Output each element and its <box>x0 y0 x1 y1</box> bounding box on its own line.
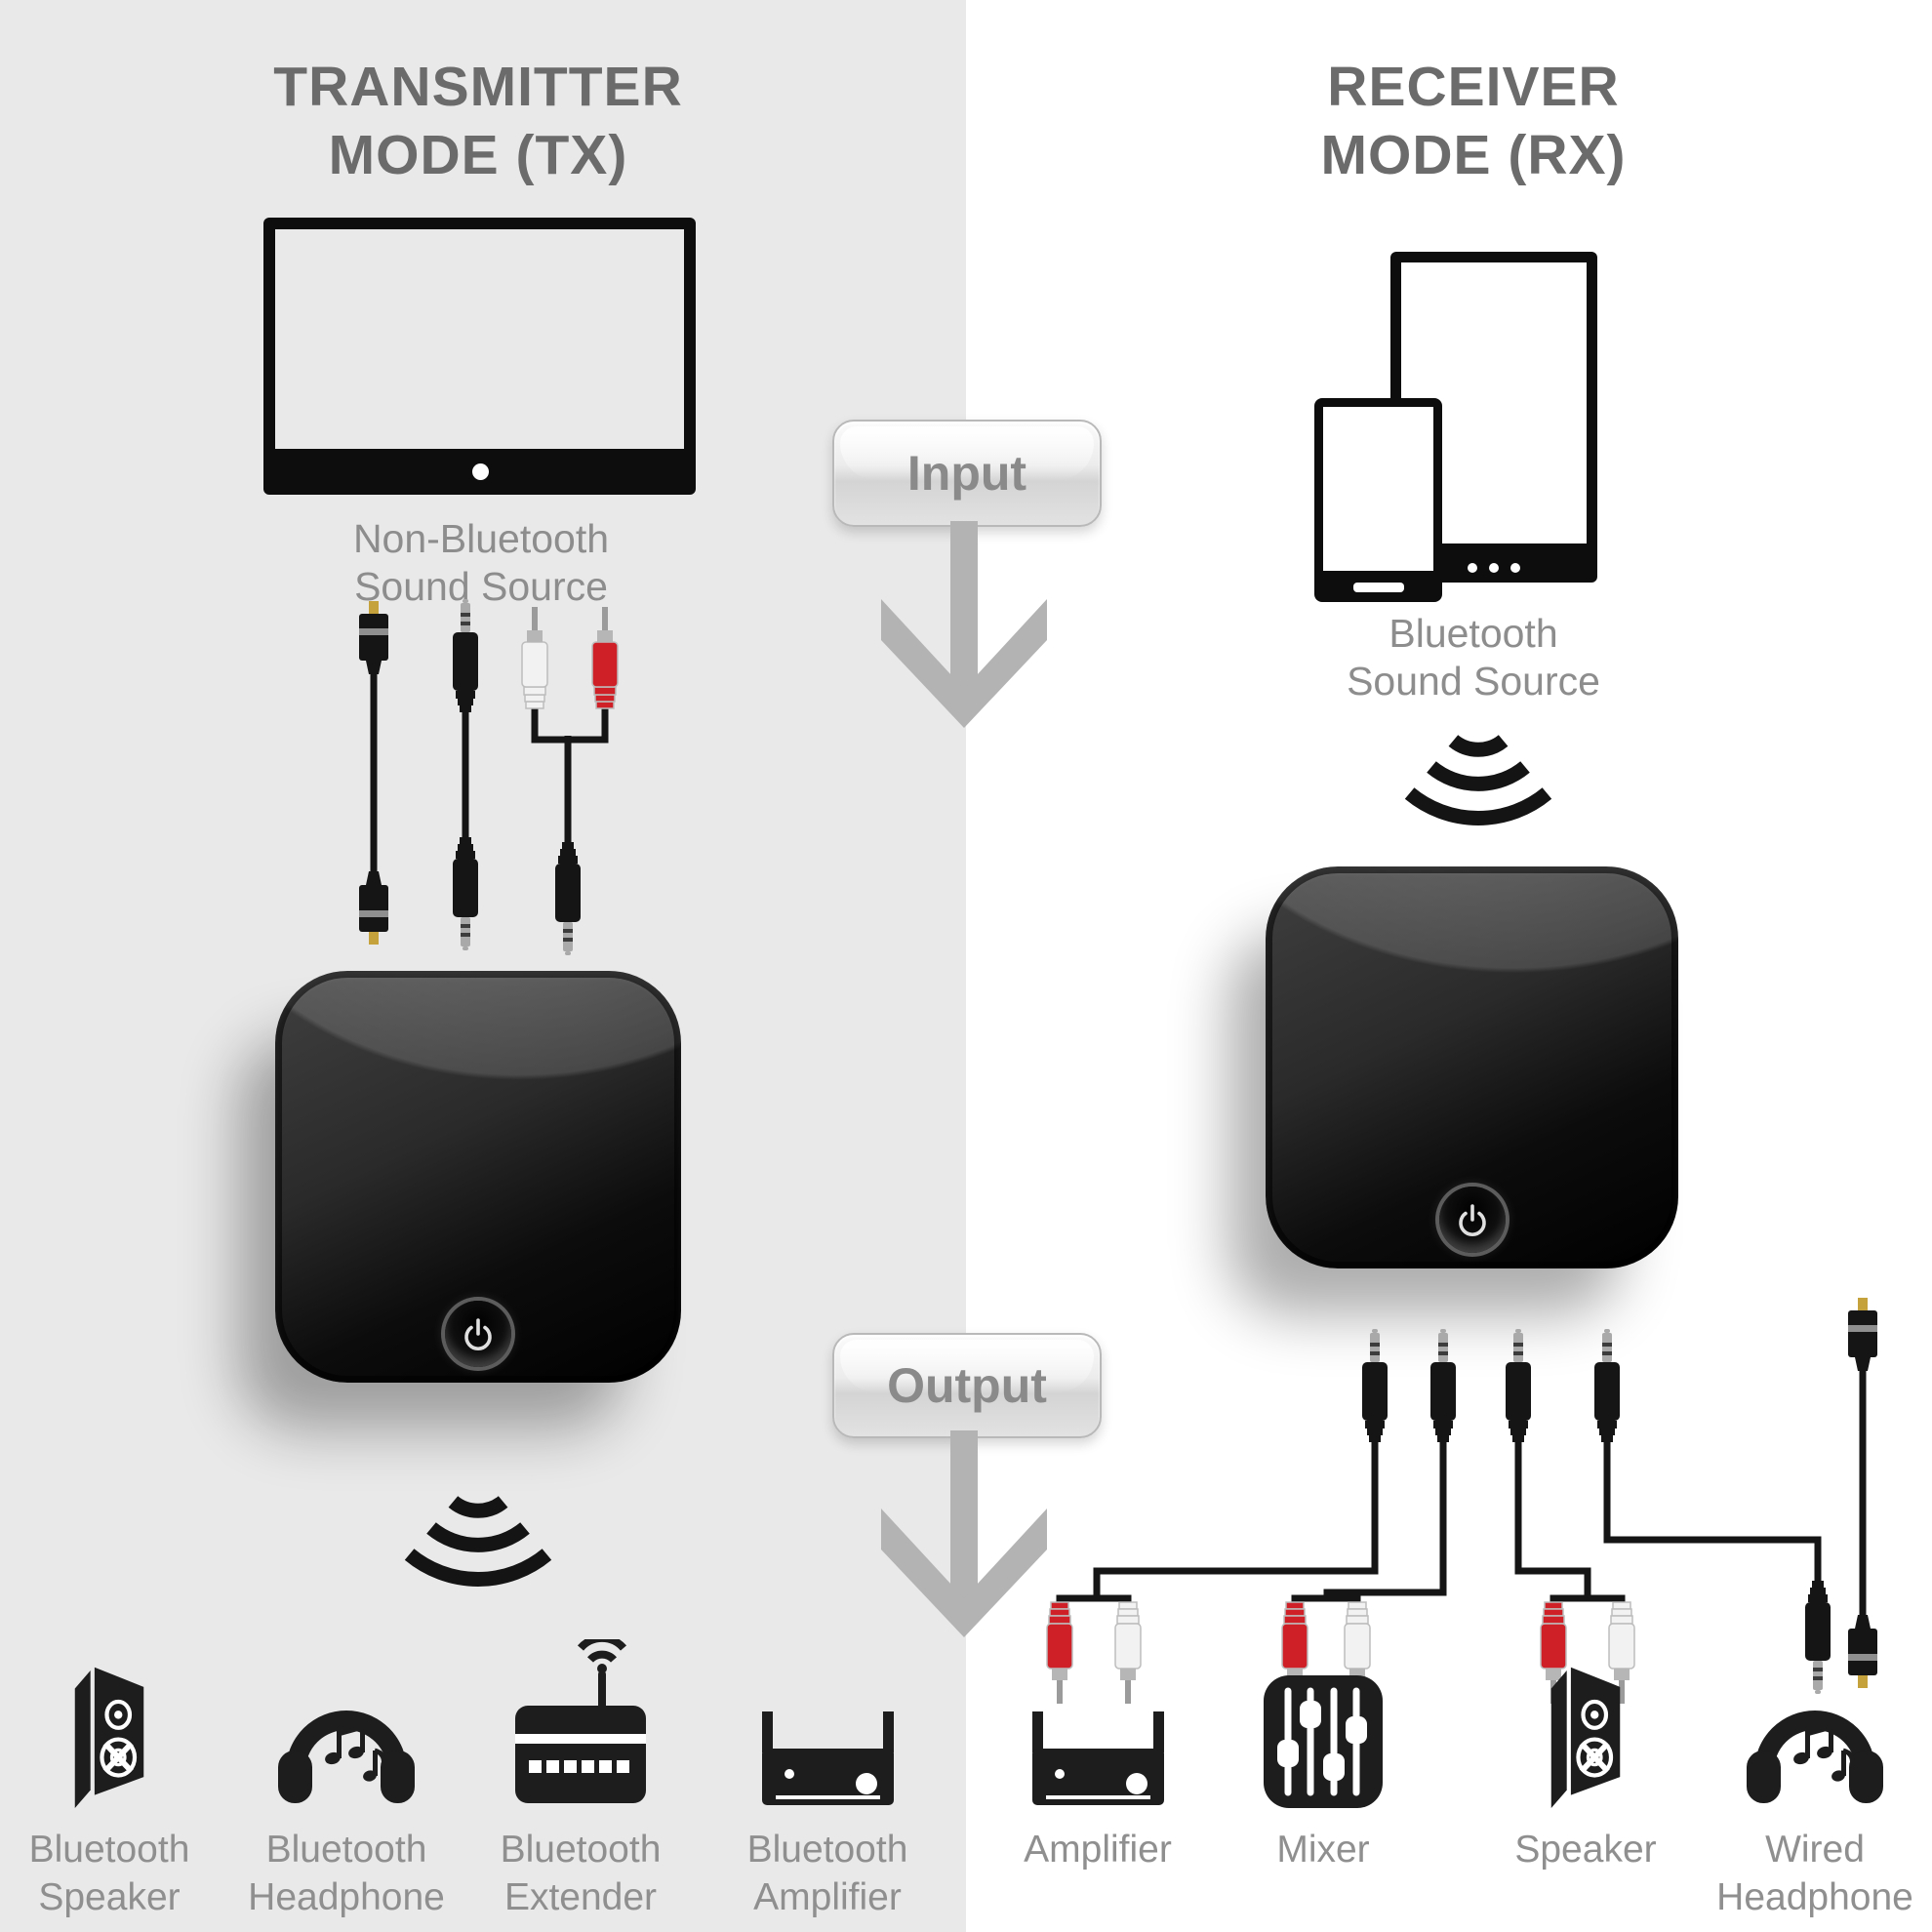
rca-plug-red-icon <box>591 606 619 709</box>
power-icon <box>464 1318 492 1351</box>
device-item-bluetooth-amplifier: Bluetooth Amplifier <box>705 1620 949 1921</box>
output-flow-label: Output <box>887 1358 1047 1413</box>
device-item-mixer: Mixer <box>1201 1620 1445 1873</box>
receiver-mode-title: RECEIVER MODE (RX) <box>1320 56 1627 186</box>
power-button <box>1438 1187 1506 1253</box>
aux-plug-icon <box>1362 1329 1388 1442</box>
device-item-bluetooth-extender: Bluetooth Extender <box>459 1620 703 1921</box>
aux-plug-icon <box>453 599 478 712</box>
cable-wires <box>1056 1368 1867 1618</box>
input-cables-illustration <box>359 599 619 955</box>
rca-plug-white-icon <box>521 606 548 709</box>
down-arrow-icon <box>881 521 1047 728</box>
speaker-icon <box>63 1620 155 1810</box>
optical-plug-icon <box>359 871 388 945</box>
optical-plug-icon <box>359 601 388 674</box>
output-flow-badge: Output <box>832 1333 1102 1438</box>
device-item-bluetooth-headphone: Bluetooth Headphone <box>224 1620 468 1921</box>
phone-screen <box>1323 407 1433 571</box>
device-item-amplifier: Amplifier <box>976 1620 1220 1873</box>
device-item-speaker: Speaker <box>1464 1620 1708 1873</box>
extender-icon <box>507 1620 654 1810</box>
mixer-icon <box>1260 1620 1387 1810</box>
power-button <box>445 1301 511 1367</box>
down-arrow-icon <box>881 1430 1047 1637</box>
bluetooth-source-label: Bluetooth Sound Source <box>1347 611 1600 704</box>
bluetooth-transceiver-device <box>275 971 681 1383</box>
wireless-signal-icon <box>1400 730 1556 827</box>
speaker-icon <box>1540 1620 1631 1810</box>
cable-wires <box>370 671 609 876</box>
amplifier-icon <box>1023 1620 1174 1810</box>
device-item-bluetooth-speaker: Bluetooth Speaker <box>0 1620 231 1921</box>
input-flow-label: Input <box>906 446 1027 501</box>
aux-plug-icon <box>1594 1329 1620 1442</box>
amplifier-icon <box>752 1620 904 1810</box>
wireless-signal-icon <box>400 1491 556 1589</box>
phone-icon <box>1314 398 1442 602</box>
headphone-icon <box>268 1620 424 1810</box>
phone-home-button <box>1352 583 1404 592</box>
transmitter-mode-title: TRANSMITTER MODE (TX) <box>273 56 683 186</box>
aux-plug-icon <box>555 842 581 955</box>
bluetooth-transceiver-device <box>1266 866 1678 1268</box>
tv-icon <box>263 218 696 495</box>
power-icon <box>1458 1204 1486 1237</box>
tv-power-dot <box>471 463 489 480</box>
optical-plug-icon <box>1848 1298 1877 1371</box>
non-bluetooth-source-label: Non-Bluetooth Sound Source <box>352 516 610 610</box>
aux-plug-icon <box>453 837 478 950</box>
headphone-icon <box>1737 1620 1893 1810</box>
aux-plug-icon <box>1506 1329 1531 1442</box>
output-cables-illustration <box>1046 1298 1877 1705</box>
input-flow-badge: Input <box>832 420 1102 527</box>
aux-plug-icon <box>1430 1329 1456 1442</box>
tablet-buttons <box>1390 563 1597 573</box>
tv-base-bar <box>263 449 696 495</box>
device-item-wired-headphone: Wired Headphone <box>1693 1620 1932 1921</box>
tv-screen <box>275 229 684 449</box>
